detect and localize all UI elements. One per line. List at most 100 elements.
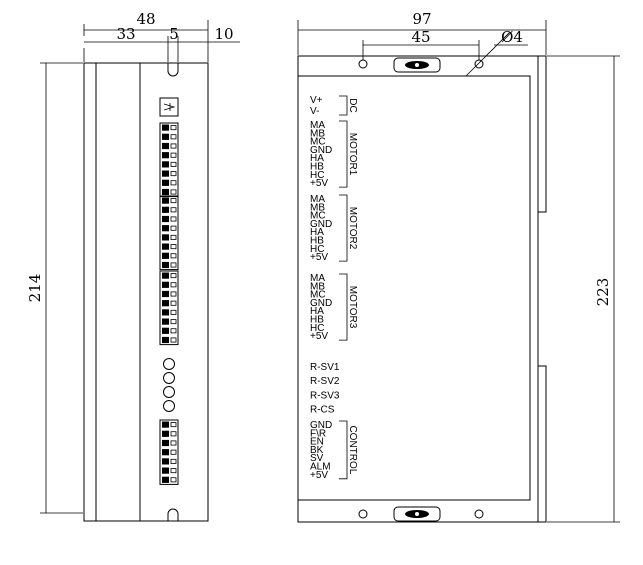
- pin-label: F\R: [310, 428, 326, 439]
- group-name: DC: [347, 98, 358, 112]
- terminal-screw: [162, 124, 169, 131]
- terminal-screw: [162, 170, 169, 177]
- pin-label: R-SV3: [310, 390, 340, 401]
- top-mount-slot: [167, 63, 179, 77]
- pin-label: R-SV2: [310, 376, 340, 387]
- connector-housing: [159, 195, 179, 271]
- screw-head: [415, 512, 419, 516]
- dim-height-223: 223: [594, 278, 612, 307]
- group-bracket: [339, 194, 348, 262]
- screw-head: [415, 63, 419, 67]
- mount-hole-top-right: [474, 59, 484, 69]
- terminal-pin: [170, 300, 177, 306]
- side-view: 48 33 5 10 214: [26, 10, 240, 522]
- group-bracket: [339, 273, 348, 341]
- pin-label: GND: [310, 219, 332, 230]
- pin-label: MA: [310, 120, 325, 131]
- pin-label: HB: [310, 315, 324, 326]
- top-clip: [393, 57, 441, 73]
- pin-label: MB: [310, 281, 325, 292]
- dim-33: 33: [116, 25, 135, 43]
- terminal-pin: [170, 291, 177, 297]
- pin-label: R-SV1: [310, 362, 340, 373]
- terminal-pin: [170, 440, 177, 446]
- pin-label: MA: [310, 273, 325, 284]
- front-panel: [298, 75, 531, 501]
- terminal-screw: [162, 161, 169, 168]
- pin-label: EN: [310, 437, 324, 448]
- mount-hole-bottom-left: [358, 509, 368, 519]
- side-body-outline: [83, 62, 209, 522]
- right-fin-bottom: [538, 365, 547, 523]
- mount-hole-bottom-right: [474, 509, 484, 519]
- terminal-screw: [162, 215, 169, 223]
- terminal-screw: [162, 467, 169, 474]
- status-led: [163, 372, 175, 384]
- terminal-pin: [170, 337, 177, 343]
- terminal-screw: [162, 225, 169, 232]
- terminal-pin: [170, 152, 177, 158]
- pin-label: GND: [310, 298, 332, 309]
- status-led: [163, 358, 175, 370]
- terminal-screw: [162, 309, 169, 316]
- terminal-pin: [170, 477, 177, 483]
- pin-label: +5V: [310, 252, 328, 263]
- group-name: MOTOR3: [347, 286, 358, 329]
- terminal-pin: [170, 468, 177, 474]
- terminal-screw: [162, 290, 169, 298]
- pin-label: HC: [310, 170, 324, 181]
- label-group: V+V-DC: [310, 95, 358, 117]
- front-body-outline: [297, 55, 539, 523]
- terminal-screw: [162, 300, 169, 307]
- terminal-pin: [170, 161, 177, 167]
- terminal-screw: [162, 152, 169, 159]
- pin-label: HA: [310, 153, 324, 164]
- terminal-pin: [170, 309, 177, 315]
- terminal-pin: [170, 234, 177, 240]
- right-fin-top: [538, 55, 547, 213]
- terminal-pin: [170, 449, 177, 455]
- terminal-screw: [162, 336, 169, 344]
- terminal-screw: [162, 179, 169, 186]
- terminal-pin: [170, 328, 177, 334]
- terminal-block: [159, 122, 179, 198]
- terminal-screw: [162, 476, 169, 483]
- terminal-screw: [162, 430, 169, 437]
- dim-hole-5: 5: [169, 25, 179, 43]
- terminal-pin: [170, 273, 177, 279]
- terminal-pin: [170, 143, 177, 149]
- terminal-pin: [170, 262, 177, 268]
- bottom-clip: [393, 506, 441, 522]
- dim-spacing-45: 45: [411, 28, 430, 46]
- front-view: 97 45 Ø4 223 V+V-DCMAMBMCGNDHAHBHC+5VMOT…: [297, 10, 620, 523]
- terminal-screw: [162, 188, 169, 196]
- terminal-pin: [170, 319, 177, 325]
- side-connectors: [159, 97, 179, 485]
- terminal-pin: [170, 282, 177, 288]
- terminal-screw: [162, 272, 169, 279]
- pin-label: +5V: [310, 331, 328, 342]
- terminal-pin: [170, 225, 177, 231]
- pin-label: HA: [310, 227, 324, 238]
- terminal-pin: [170, 189, 177, 195]
- terminal-pin: [170, 422, 177, 428]
- pin-label: HA: [310, 306, 324, 317]
- terminal-pin: [170, 458, 177, 464]
- terminal-pin: [170, 198, 177, 204]
- terminal-pin: [170, 216, 177, 222]
- pin-label: GND: [310, 420, 332, 431]
- group-name: MOTOR1: [347, 133, 358, 176]
- pin-label: MA: [310, 194, 325, 205]
- pin-label: MB: [310, 128, 325, 139]
- terminal-block: [159, 97, 179, 117]
- status-leds: [163, 358, 175, 412]
- pin-label: ALM: [310, 462, 331, 473]
- terminal-pin: [170, 134, 177, 140]
- status-led: [163, 386, 175, 398]
- group-bracket: [339, 420, 348, 480]
- pin-label: R-CS: [310, 405, 335, 416]
